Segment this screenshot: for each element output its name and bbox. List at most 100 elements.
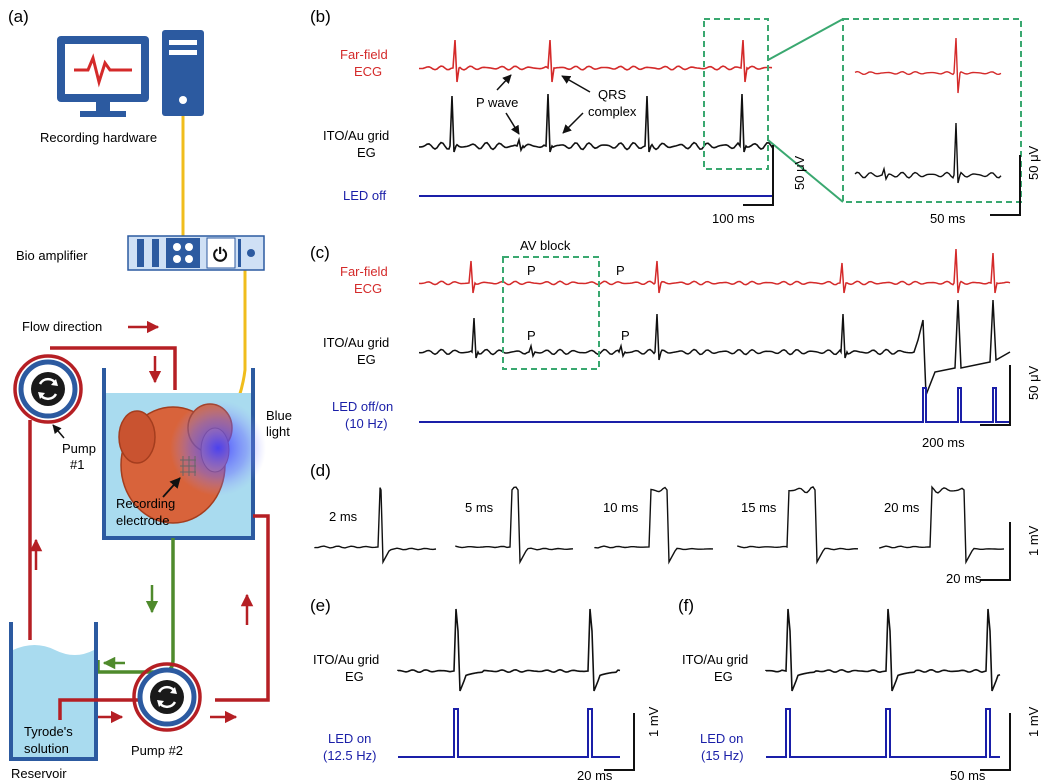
b-eg-label-line1: ITO/Au grid — [323, 128, 389, 143]
panel-a: (a) Recording hardware Bio amplifier — [8, 7, 292, 781]
solution-label-line1: Tyrode's — [24, 724, 73, 739]
e-led-label-line2: (12.5 Hz) — [323, 748, 376, 763]
d-pulse-trace-5 — [879, 485, 1005, 565]
d-scale-time: 20 ms — [946, 571, 982, 586]
b-ecg-label-line2: ECG — [354, 64, 382, 79]
b-p-arrow-2 — [505, 112, 520, 135]
heart-illustration — [118, 400, 266, 524]
panel-c: (c) Far-field ECG ITO/Au grid EG LED off… — [310, 238, 1041, 450]
power-icon: ⏻ — [213, 245, 228, 265]
c-ecg-trace — [418, 248, 1011, 294]
d-pulse-label-5: 20 ms — [884, 500, 920, 515]
flow-direction-label: Flow direction — [22, 319, 102, 334]
d-pulse-label-3: 10 ms — [603, 500, 639, 515]
b-zoom-box — [703, 18, 769, 170]
panel-label-e: (e) — [310, 596, 331, 615]
panel-label-a: (a) — [8, 7, 29, 26]
electrode-label-line2: electrode — [116, 513, 169, 528]
e-scale-time: 20 ms — [577, 768, 613, 783]
e-eg-label-line1: ITO/Au grid — [313, 652, 379, 667]
pump2-label: Pump #2 — [131, 743, 183, 758]
c-p-label-1: P — [527, 263, 536, 278]
e-led-label-line1: LED on — [328, 731, 371, 746]
f-eg-trace — [765, 608, 1001, 692]
b-led-label: LED off — [343, 188, 387, 203]
f-scale-bar — [980, 713, 1011, 771]
reservoir — [9, 622, 98, 761]
electrode-pointer — [162, 477, 181, 498]
e-led-trace — [398, 708, 620, 758]
b-qrs-label-line1: QRS — [598, 87, 627, 102]
reservoir-label: Reservoir — [11, 766, 67, 781]
panel-d: (d) 2 ms 5 ms 10 ms 15 ms 20 ms 20 ms 1 … — [310, 461, 1041, 586]
pump1-pointer — [52, 424, 65, 439]
b-zoom-connector-bottom — [767, 139, 844, 203]
c-eg-trace — [418, 299, 1011, 396]
d-pulse-trace-1 — [314, 487, 437, 565]
c-led-label-line2: (10 Hz) — [345, 416, 388, 431]
b-zoom-scale-time: 50 ms — [930, 211, 966, 226]
computer-tower-icon — [162, 30, 204, 116]
panel-label-b: (b) — [310, 7, 331, 26]
f-scale-time: 50 ms — [950, 768, 986, 783]
c-scale-bar — [980, 365, 1011, 426]
panel-b: (b) Far-field ECG ITO/Au grid EG LED off… — [310, 7, 1041, 226]
blue-light-label-line2: light — [266, 424, 290, 439]
pump1-label-line1: Pump — [62, 441, 96, 456]
b-zoom-panel — [842, 18, 1022, 203]
c-scale-amp: 50 μV — [1026, 365, 1041, 400]
b-zoom-ecg-trace — [854, 37, 1002, 94]
c-eg-label-line2: EG — [357, 352, 376, 367]
panel-f: (f) ITO/Au grid EG LED on (15 Hz) 50 ms … — [678, 596, 1041, 783]
d-pulse-trace-4 — [737, 486, 859, 565]
b-scale-bar — [743, 145, 774, 206]
d-scale-bar — [980, 522, 1011, 581]
d-pulse-label-2: 5 ms — [465, 500, 494, 515]
tube-green — [96, 538, 175, 674]
b-zoom-scale-bar — [990, 155, 1021, 216]
b-zoom-connector-top — [767, 18, 844, 61]
d-pulse-trace-2 — [455, 486, 574, 565]
c-ecg-label-line2: ECG — [354, 281, 382, 296]
panel-e: (e) ITO/Au grid EG LED on (12.5 Hz) 20 m… — [310, 596, 661, 783]
e-eg-trace — [397, 608, 621, 692]
b-eg-label-line2: EG — [357, 145, 376, 160]
e-scale-amp: 1 mV — [646, 706, 661, 737]
d-pulse-label-4: 15 ms — [741, 500, 777, 515]
pump2-icon — [132, 662, 202, 732]
b-eg-trace — [419, 93, 774, 153]
c-eg-label-line1: ITO/Au grid — [323, 335, 389, 350]
b-ecg-trace — [419, 39, 773, 83]
solution-label-line2: solution — [24, 741, 69, 756]
c-ecg-label-line1: Far-field — [340, 264, 388, 279]
d-pulse-trace-3 — [594, 486, 714, 565]
f-led-trace — [766, 708, 1000, 758]
c-scale-time: 200 ms — [922, 435, 965, 450]
b-zoom-scale-amp: 50 μV — [1026, 145, 1041, 180]
bio-amplifier-device: ⏻ — [127, 235, 265, 271]
b-qrs-arrow-1 — [561, 75, 591, 93]
f-scale-amp: 1 mV — [1026, 706, 1041, 737]
b-scale-amp: 50 μV — [792, 155, 807, 190]
recording-hardware-label: Recording hardware — [40, 130, 157, 145]
c-av-block-label: AV block — [520, 238, 571, 253]
e-eg-label-line2: EG — [345, 669, 364, 684]
pump1-icon — [13, 354, 83, 424]
b-qrs-arrow-2 — [562, 112, 584, 134]
b-zoom-eg-trace — [854, 122, 1002, 184]
c-av-block-box — [502, 256, 600, 370]
c-led-trace — [419, 387, 1010, 423]
bio-amplifier-label: Bio amplifier — [16, 248, 88, 263]
c-led-label-line1: LED off/on — [332, 399, 393, 414]
b-p-wave-label: P wave — [476, 95, 518, 110]
tube-bottom-left — [58, 698, 140, 720]
b-scale-time: 100 ms — [712, 211, 755, 226]
f-eg-label-line1: ITO/Au grid — [682, 652, 748, 667]
pump1-label-line2: #1 — [70, 457, 84, 472]
panel-label-f: (f) — [678, 596, 694, 615]
b-p-arrow-1 — [496, 74, 512, 91]
b-qrs-label-line2: complex — [588, 104, 637, 119]
electrode-label-line1: Recording — [116, 496, 175, 511]
tube-top — [50, 346, 177, 390]
panel-label-d: (d) — [310, 461, 331, 480]
